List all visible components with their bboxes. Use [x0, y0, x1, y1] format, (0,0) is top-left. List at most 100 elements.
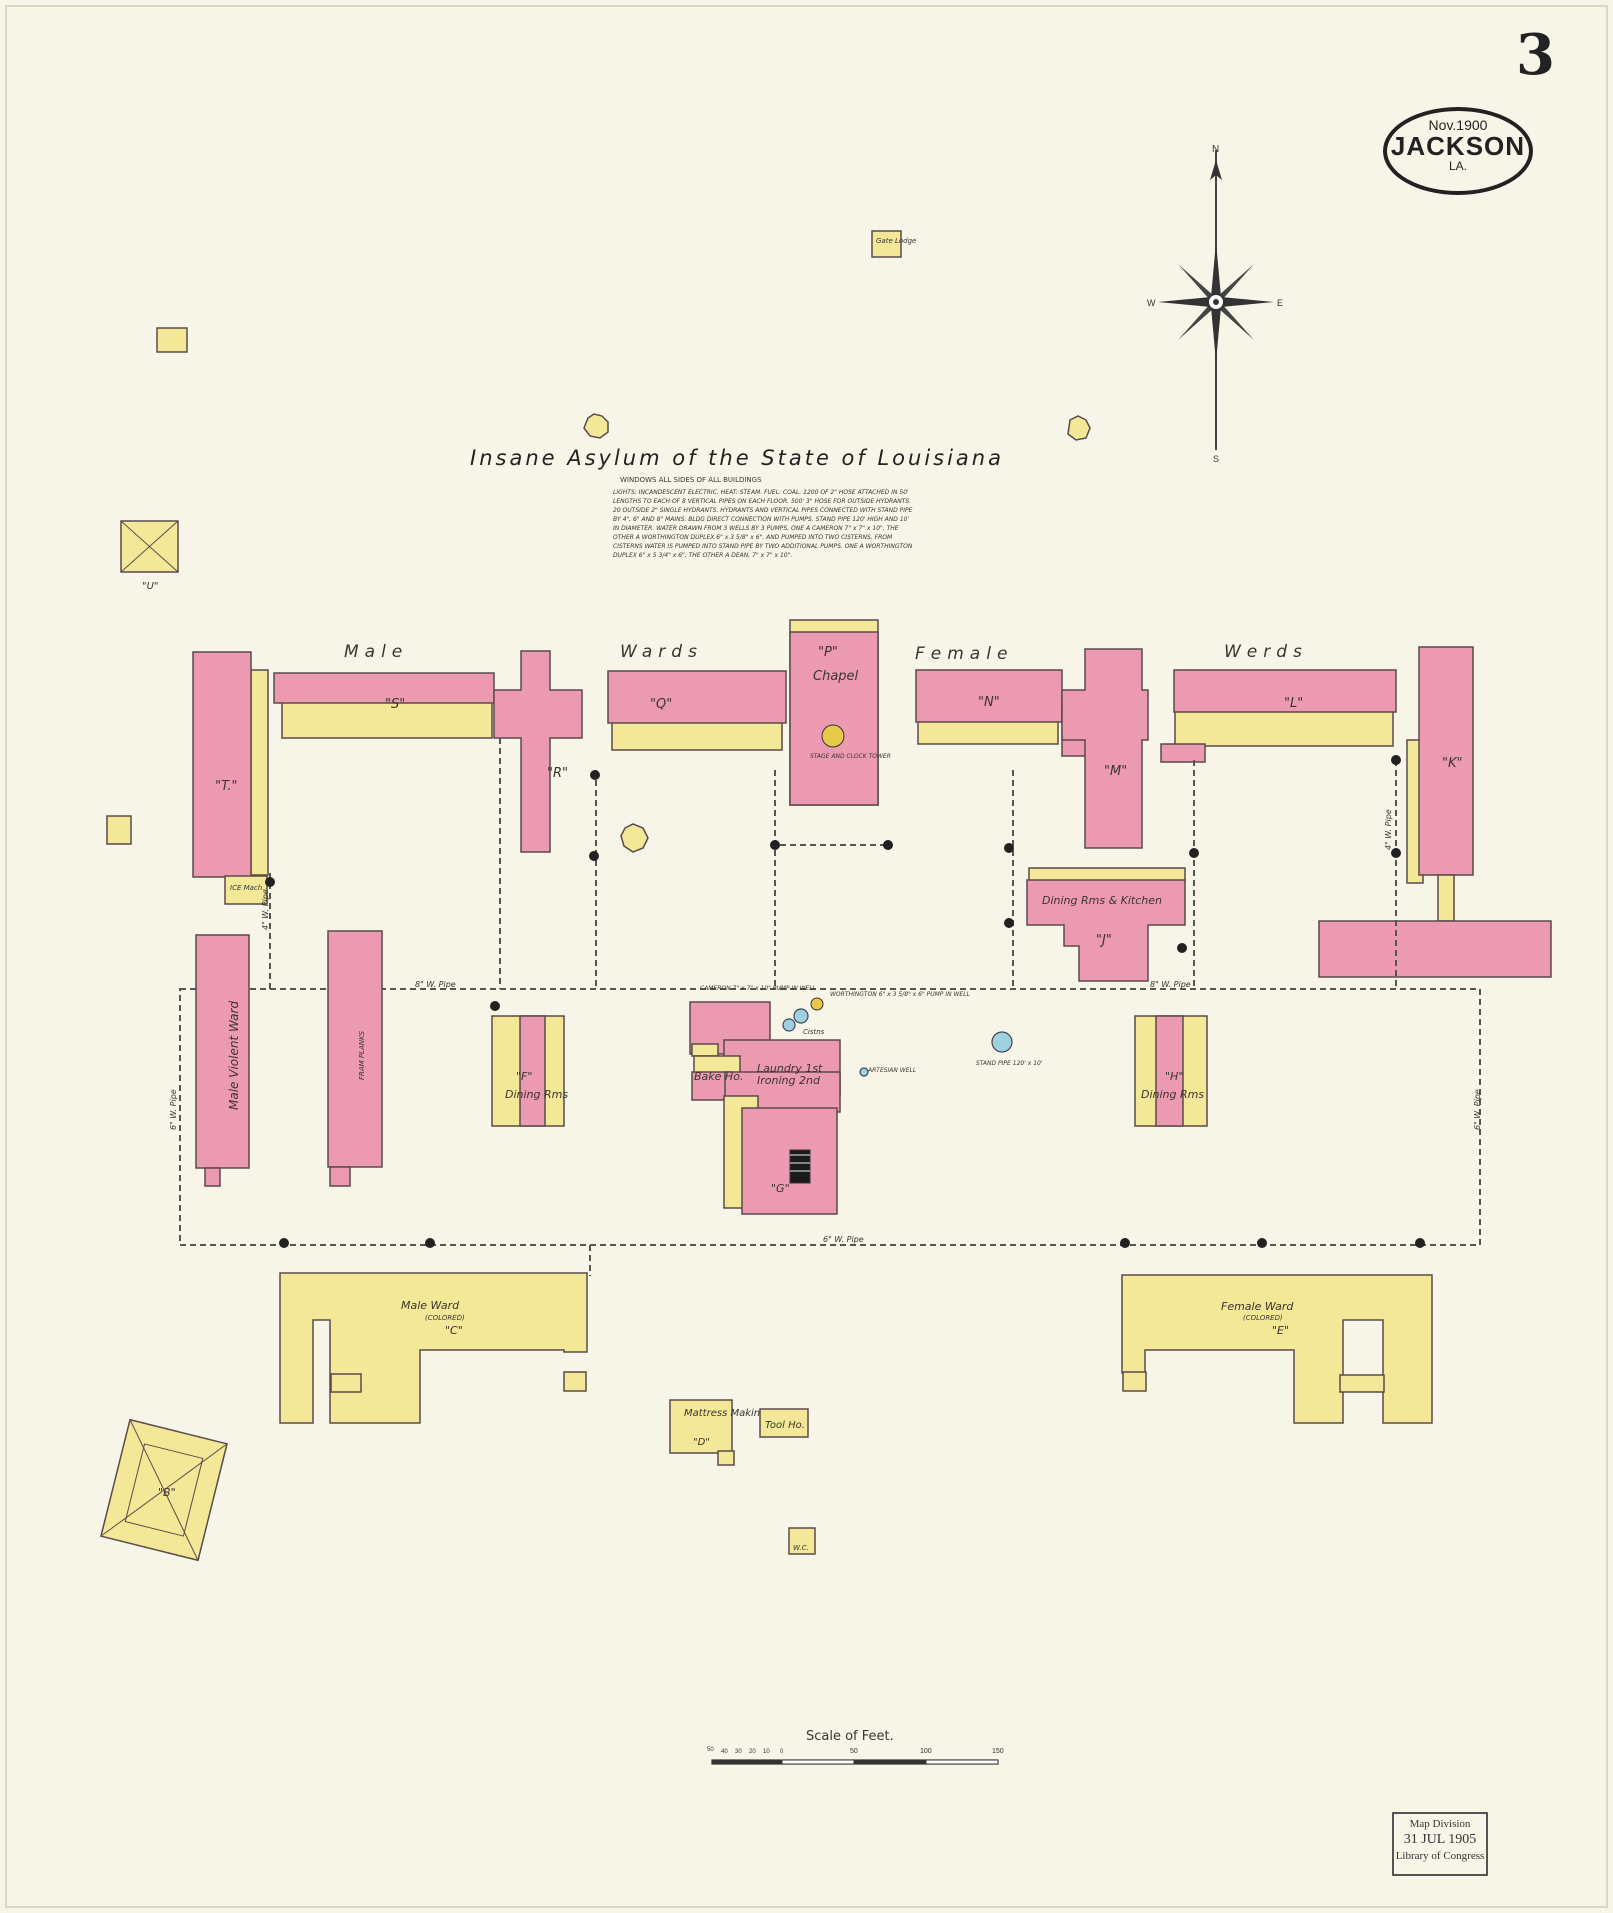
- badge-city: JACKSON: [1390, 131, 1526, 161]
- stamp-line-3: Library of Congress: [1395, 1850, 1485, 1862]
- notes-text: LIGHTS: INCANDESCENT ELECTRIC. HEAT: STE…: [613, 489, 913, 559]
- outbuilding-nw: [156, 327, 188, 353]
- female-ward-e-annex: [1122, 1371, 1147, 1392]
- tool-house-label: Tool Ho.: [765, 1420, 805, 1431]
- scale-tick-5: 10: [763, 1749, 770, 1755]
- female-ward-e-label: "E": [1272, 1324, 1289, 1337]
- artesian-well: [859, 1067, 869, 1077]
- water-main-loop: [179, 988, 1481, 1246]
- building-q-gallery: [611, 721, 783, 751]
- mattress-making-label: Mattress Making: [684, 1408, 766, 1419]
- building-u-label: "U": [142, 581, 159, 592]
- page-number: 3: [1516, 22, 1555, 88]
- female-ward-label: Female Ward: [1221, 1300, 1294, 1313]
- mattress-making-d: [669, 1399, 733, 1454]
- male-violent-ward: [195, 934, 250, 1169]
- building-n-gallery: [917, 719, 1059, 745]
- map-title: Insane Asylum of the State of Louisiana: [470, 446, 1004, 470]
- scale-tick-8: 100: [920, 1748, 932, 1755]
- compass-e-label: E: [1277, 298, 1283, 308]
- building-b-label: "B": [158, 1486, 176, 1499]
- building-r: [493, 650, 583, 853]
- pipe-label-4in-2: 4" W. Pipe: [1384, 809, 1393, 850]
- ward-wing-labels: Male Wards Female Werds: [344, 642, 1308, 664]
- building-k-passage: [1437, 874, 1455, 922]
- male-ward-c-label: "C": [445, 1324, 463, 1337]
- gate-lodge: [871, 230, 902, 258]
- label-wards: Wards: [620, 642, 703, 662]
- cistern-2: [782, 1018, 796, 1032]
- building-f-dining: [491, 1015, 565, 1127]
- stand-pipe: [991, 1031, 1013, 1053]
- building-q-label: "Q": [650, 697, 672, 712]
- frame-planks-building: [327, 930, 383, 1168]
- fire-hydrants: [265, 755, 1425, 1248]
- cisterns-label: Cistns: [803, 1028, 825, 1036]
- building-j-label: "J": [1096, 933, 1112, 948]
- building-f-label: "F": [516, 1070, 532, 1083]
- building-g-label: "G": [771, 1182, 790, 1195]
- building-q: [607, 670, 787, 724]
- building-j-dining-kitchen: [1026, 879, 1186, 982]
- stand-pipe-label: STAND PIPE 120' x 10': [976, 1060, 1043, 1067]
- water-closet: [788, 1527, 816, 1555]
- building-h-label: "H": [1165, 1070, 1183, 1083]
- compass-n-label: N: [1212, 144, 1219, 155]
- building-t-porch: [250, 669, 269, 876]
- building-m-label: "M": [1104, 764, 1127, 779]
- clock-tower: [821, 724, 845, 748]
- laundry-bake-complex: [689, 1001, 841, 1215]
- octagon-pavilion-west: [583, 413, 609, 439]
- male-violent-ward-label: Male Violent Ward: [227, 1001, 241, 1110]
- ice-machine-label: ICE Mach.: [230, 884, 264, 892]
- notes-heading: WINDOWS ALL SIDES OF ALL BUILDINGS: [620, 476, 762, 484]
- scale-tick-1: 50: [707, 1747, 714, 1753]
- connector-pipes: [589, 844, 888, 1276]
- pipe-label-4in-1: 4" W. Pipe: [261, 889, 270, 930]
- chapel-label: Chapel: [813, 669, 859, 684]
- building-r-label: "R": [547, 766, 568, 781]
- water-closet-label: W.C.: [793, 1544, 809, 1552]
- ice-machine-house: [224, 875, 268, 905]
- library-stamp: Map Division 31 JUL 1905 Library of Cong…: [1392, 1812, 1488, 1876]
- label-female: Female: [915, 644, 1013, 664]
- male-violent-ward-annex: [204, 1167, 221, 1187]
- title-badge: Nov.1900 JACKSON LA.: [1383, 107, 1533, 195]
- stamp-line-1: Map Division: [1409, 1818, 1471, 1830]
- building-p-chapel: [789, 631, 879, 806]
- compass-s-label: S: [1213, 454, 1219, 464]
- pump-well: [810, 997, 824, 1011]
- building-h-dining: [1134, 1015, 1208, 1127]
- paper-edge: [5, 5, 1608, 1908]
- frame-planks-label: FRAM PLANKS: [358, 1030, 366, 1080]
- scale-tick-7: 50: [850, 1748, 858, 1755]
- scale-bar: [711, 1759, 999, 1765]
- building-t: [192, 651, 252, 878]
- building-s-label: "S": [385, 697, 405, 712]
- laundry-label: Laundry 1st: [757, 1062, 823, 1075]
- pipe-label-6in-east: 6" W. Pipe: [1473, 1089, 1482, 1130]
- pipe-label-6in-south: 6" W. Pipe: [823, 1235, 864, 1244]
- tool-house: [759, 1408, 809, 1438]
- compass-w-label: W: [1147, 298, 1156, 308]
- label-werds: Werds: [1224, 642, 1308, 662]
- male-ward-c: [279, 1272, 588, 1424]
- building-b: [100, 1418, 228, 1562]
- male-ward-colored-label: (COLORED): [425, 1314, 465, 1322]
- building-t-label: "T.": [215, 779, 238, 794]
- dining-kitchen-label: Dining Rms & Kitchen: [1042, 894, 1162, 907]
- stamp-line-2: 31 JUL 1905: [1403, 1832, 1477, 1847]
- octagon-pavilion-east: [1067, 415, 1091, 441]
- annex-l: [1160, 743, 1206, 763]
- building-k-annex: [1318, 920, 1552, 978]
- octagon-pavilion-center: [620, 823, 649, 853]
- scale-tick-9: 150: [992, 1748, 1004, 1755]
- scale-tick-6: 0: [780, 1749, 784, 1755]
- gate-lodge-label: Gate Lodge: [876, 237, 916, 245]
- building-l: [1173, 669, 1397, 713]
- building-k-label: "K": [1442, 756, 1462, 771]
- pipe-label-6in-west: 6" W. Pipe: [169, 1089, 178, 1130]
- building-p-label: "P": [818, 645, 838, 660]
- cistern-1: [793, 1008, 809, 1024]
